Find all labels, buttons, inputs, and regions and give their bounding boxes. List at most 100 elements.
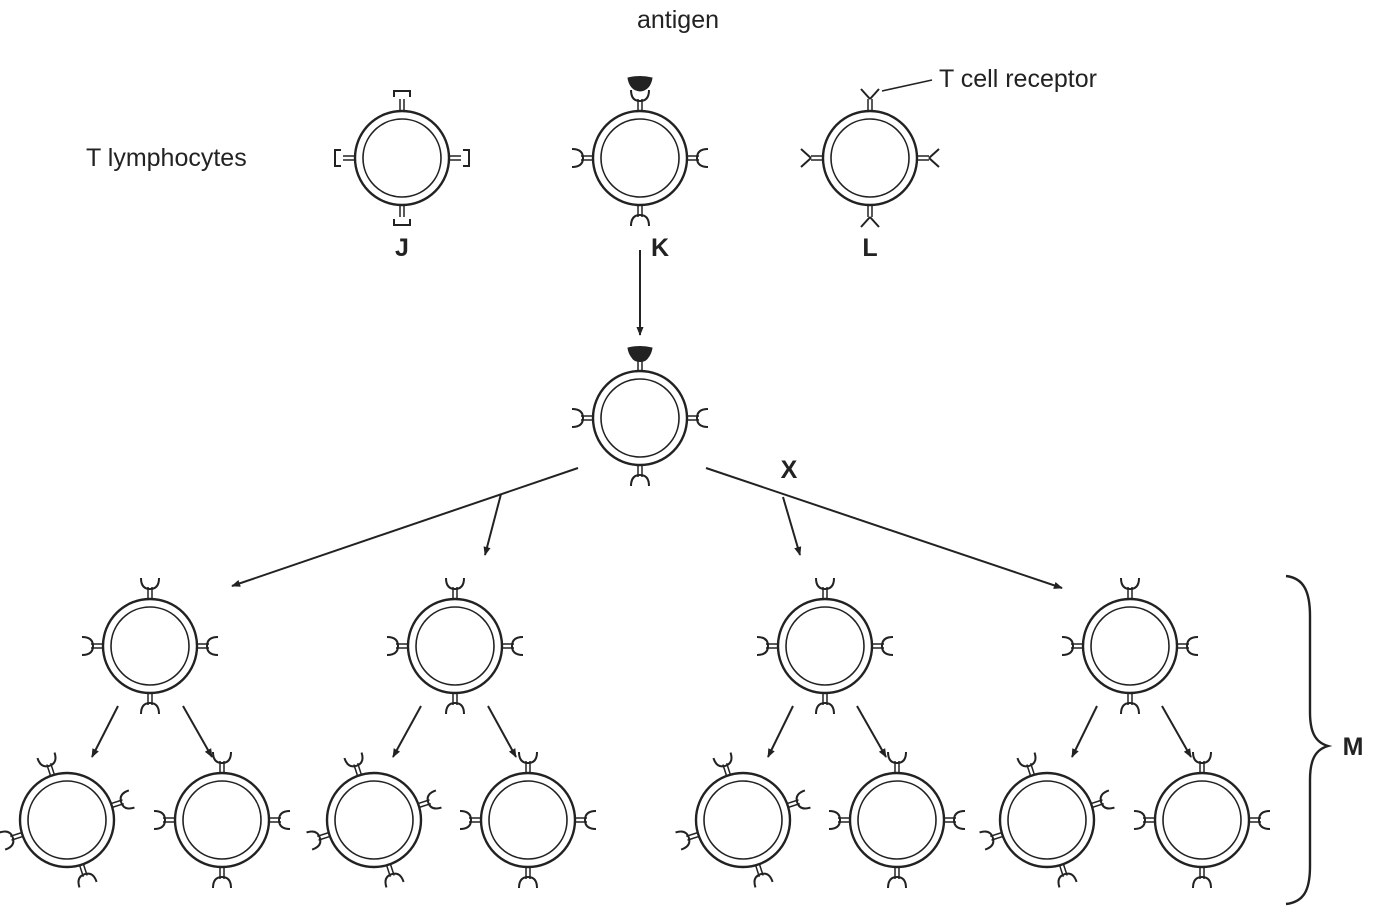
- clone-cell: [0, 752, 135, 888]
- receptor-icon: [887, 867, 907, 889]
- division-arrow: [1161, 705, 1192, 758]
- receptor-icon: [153, 810, 175, 830]
- receptor-icon: [1061, 636, 1083, 656]
- receptor-icon: [449, 149, 470, 167]
- receptor-icon: [1133, 810, 1155, 830]
- antigen-icon: [627, 76, 653, 92]
- receptor-icon: [687, 408, 709, 428]
- cell-j-label: J: [395, 234, 409, 262]
- receptor-icon: [1057, 863, 1078, 888]
- division-arrow: [1071, 705, 1098, 758]
- receptor-icon: [306, 830, 331, 851]
- receptor-icon: [944, 810, 966, 830]
- t-lymphocytes-label: T lymphocytes: [86, 144, 247, 172]
- division-arrow: [231, 467, 579, 587]
- receptor-icon: [571, 408, 593, 428]
- receptor-icon: [386, 636, 408, 656]
- clone-cell: [1133, 751, 1271, 889]
- cell-l-label: L: [862, 234, 877, 262]
- clone-cell: [1061, 577, 1199, 715]
- receptor-icon: [269, 810, 291, 830]
- clone-cell: [306, 752, 442, 888]
- receptor-icon: [417, 789, 442, 810]
- receptor-icon: [887, 751, 907, 773]
- receptor-icon: [571, 148, 593, 168]
- division-arrow: [782, 496, 802, 556]
- t-cell-receptor-label: T cell receptor: [939, 65, 1097, 93]
- receptor-icon: [860, 88, 880, 111]
- clone-cell: [81, 577, 219, 715]
- receptor-icon: [334, 149, 355, 167]
- division-arrow: [483, 493, 502, 556]
- clone-cell: [386, 577, 524, 715]
- antigen-label: antigen: [637, 6, 719, 34]
- receptor-icon: [815, 693, 835, 715]
- receptor-icon: [712, 752, 733, 777]
- receptor-icon: [753, 863, 774, 888]
- receptor-icon: [502, 636, 524, 656]
- clone-cell: [675, 752, 811, 888]
- receptor-icon: [815, 577, 835, 599]
- receptor-icon: [756, 636, 778, 656]
- receptor-icon: [828, 810, 850, 830]
- receptor-icon: [81, 636, 103, 656]
- cell-j: [334, 90, 470, 226]
- receptor-icon: [110, 789, 135, 810]
- receptor-icon: [630, 89, 650, 111]
- group-m-label: M: [1343, 733, 1364, 761]
- division-arrow: [705, 467, 1063, 589]
- receptor-leader-line: [881, 79, 933, 92]
- receptor-icon: [687, 148, 709, 168]
- receptor-icon: [800, 148, 823, 168]
- receptor-icon: [630, 465, 650, 487]
- receptor-icon: [36, 752, 57, 777]
- receptor-icon: [1120, 693, 1140, 715]
- cell-k-label: K: [651, 234, 669, 262]
- division-arrow: [767, 705, 794, 758]
- receptor-icon: [140, 693, 160, 715]
- receptor-icon: [77, 863, 98, 888]
- cells-layer: [0, 76, 1271, 889]
- clone-cell: [828, 751, 966, 889]
- receptor-icon: [393, 90, 411, 111]
- receptor-icon: [1192, 867, 1212, 889]
- division-arrow: [182, 705, 213, 758]
- group-m-brace: [1285, 574, 1333, 906]
- division-arrow: [487, 705, 517, 758]
- receptor-icon: [343, 752, 364, 777]
- receptor-icon: [1090, 789, 1115, 810]
- receptor-icon: [1249, 810, 1271, 830]
- receptor-icon: [212, 751, 232, 773]
- receptor-icon: [518, 751, 538, 773]
- receptor-icon: [445, 577, 465, 599]
- division-arrow: [91, 705, 119, 758]
- clone-cell: [979, 752, 1115, 888]
- process-x-label: X: [781, 456, 798, 484]
- cell-l: [800, 88, 940, 228]
- receptor-icon: [212, 867, 232, 889]
- receptor-icon: [1177, 636, 1199, 656]
- receptor-icon: [860, 205, 880, 228]
- receptor-icon: [384, 863, 405, 888]
- receptor-icon: [575, 810, 597, 830]
- clone-cell: [756, 577, 894, 715]
- division-arrow: [856, 705, 887, 758]
- clone-cell: [153, 751, 291, 889]
- receptor-icon: [1016, 752, 1037, 777]
- clone-cell: [459, 751, 597, 889]
- receptor-icon: [917, 148, 940, 168]
- receptor-icon: [675, 830, 700, 851]
- receptor-icon: [1120, 577, 1140, 599]
- receptor-icon: [445, 693, 465, 715]
- cell-k: [571, 89, 709, 227]
- receptor-icon: [979, 830, 1004, 851]
- receptor-icon: [140, 577, 160, 599]
- receptor-icon: [630, 205, 650, 227]
- receptor-icon: [197, 636, 219, 656]
- receptor-icon: [393, 205, 411, 226]
- receptor-icon: [518, 867, 538, 889]
- arrows-layer: [91, 250, 1192, 758]
- antigen-icon: [627, 346, 653, 362]
- receptor-icon: [1192, 751, 1212, 773]
